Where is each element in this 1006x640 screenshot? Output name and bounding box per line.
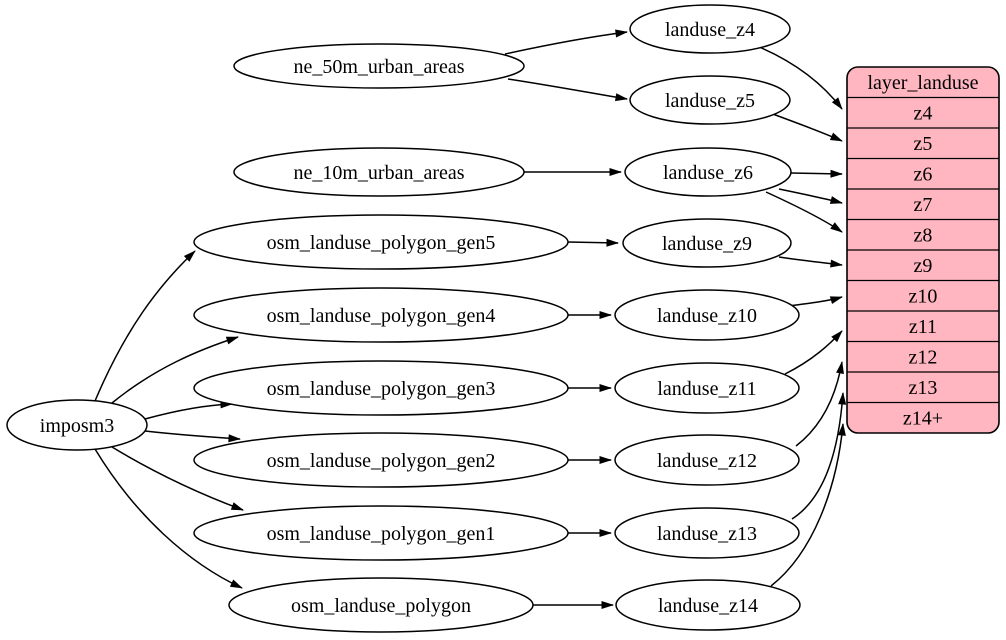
node-osm_landuse_polygon_gen4: osm_landuse_polygon_gen4 xyxy=(193,287,569,343)
node-ne_50m_urban_areas: ne_50m_urban_areas xyxy=(233,43,525,89)
nodes-layer: imposm3 ne_50m_urban_areas ne_10m_urban_… xyxy=(6,4,801,633)
node-landuse_z10: landuse_z10 xyxy=(614,289,800,341)
edge-imposm3-osm_landuse_polygon_gen4 xyxy=(111,336,239,404)
table-layer_landuse: layer_landuse z4 z5 z6 z7 z8 z9 z10 z11 … xyxy=(846,66,1000,434)
node-landuse_z12-label: landuse_z12 xyxy=(657,450,757,472)
table-row-z9: z9 xyxy=(914,255,933,277)
node-osm_landuse_polygon_gen2: osm_landuse_polygon_gen2 xyxy=(193,432,569,488)
edge-landuse_z6-layer_landuse-z8 xyxy=(765,191,843,233)
table-row-z12: z12 xyxy=(909,347,938,369)
edge-landuse_z11-layer_landuse-z11 xyxy=(784,330,843,375)
node-landuse_z11-label: landuse_z11 xyxy=(657,378,756,400)
edge-ne_50m_urban_areas-landuse_z4 xyxy=(504,29,628,55)
edge-imposm3-osm_landuse_polygon_gen3 xyxy=(144,400,233,420)
node-imposm3-label: imposm3 xyxy=(40,415,114,437)
edge-imposm3-osm_landuse_polygon_gen1 xyxy=(111,446,244,511)
node-landuse_z13-label: landuse_z13 xyxy=(657,523,757,545)
node-landuse_z4: landuse_z4 xyxy=(629,4,791,54)
edge-imposm3-osm_landuse_polygon_gen2 xyxy=(144,430,241,443)
edge-landuse_z4-layer_landuse-z4 xyxy=(756,45,843,110)
table-row-dividers xyxy=(847,96,999,404)
node-landuse_z5-label: landuse_z5 xyxy=(665,90,755,112)
node-landuse_z9: landuse_z9 xyxy=(622,218,792,268)
node-ne_10m_urban_areas-label: ne_10m_urban_areas xyxy=(293,162,464,184)
node-landuse_z9-label: landuse_z9 xyxy=(662,233,752,255)
edge-landuse_z12-layer_landuse-z12 xyxy=(795,361,844,447)
node-landuse_z14-label: landuse_z14 xyxy=(658,595,758,617)
node-landuse_z6: landuse_z6 xyxy=(624,147,792,197)
node-landuse_z10-label: landuse_z10 xyxy=(657,305,757,327)
table-row-z4: z4 xyxy=(914,103,933,125)
edges-layer xyxy=(94,29,847,609)
node-osm_landuse_polygon_gen5: osm_landuse_polygon_gen5 xyxy=(193,214,569,270)
node-osm_landuse_polygon-label: osm_landuse_polygon xyxy=(291,595,471,617)
edge-landuse_z9-layer_landuse-z9 xyxy=(778,256,843,268)
node-imposm3: imposm3 xyxy=(6,399,148,451)
node-landuse_z6-label: landuse_z6 xyxy=(663,162,753,184)
node-osm_landuse_polygon_gen4-label: osm_landuse_polygon_gen4 xyxy=(267,305,496,327)
node-osm_landuse_polygon_gen1-label: osm_landuse_polygon_gen1 xyxy=(267,523,496,545)
node-landuse_z4-label: landuse_z4 xyxy=(665,19,755,41)
edge-imposm3-osm_landuse_polygon xyxy=(94,448,243,589)
edge-landuse_z6-layer_landuse-z6 xyxy=(790,169,843,178)
node-landuse_z12: landuse_z12 xyxy=(614,434,800,486)
table-row-z13: z13 xyxy=(909,377,938,399)
edge-landuse_z14-layer_landuse-z14plus xyxy=(770,423,846,587)
node-osm_landuse_polygon_gen1: osm_landuse_polygon_gen1 xyxy=(193,505,569,561)
node-osm_landuse_polygon_gen3: osm_landuse_polygon_gen3 xyxy=(193,360,569,416)
edge-landuse_z10-layer_landuse-z10 xyxy=(787,296,843,307)
node-osm_landuse_polygon_gen5-label: osm_landuse_polygon_gen5 xyxy=(267,232,496,254)
table-row-z11: z11 xyxy=(909,316,937,338)
table-title: layer_landuse xyxy=(867,72,978,94)
node-landuse_z5: landuse_z5 xyxy=(629,75,791,125)
node-osm_landuse_polygon: osm_landuse_polygon xyxy=(228,577,534,633)
node-landuse_z14: landuse_z14 xyxy=(615,579,801,631)
table-row-z14plus: z14+ xyxy=(903,408,943,430)
edge-landuse_z6-layer_landuse-z7 xyxy=(778,188,843,204)
edge-imposm3-osm_landuse_polygon_gen5 xyxy=(94,250,196,402)
table-row-z6: z6 xyxy=(914,164,933,186)
edge-landuse_z13-layer_landuse-z13 xyxy=(791,392,847,520)
table-row-z7: z7 xyxy=(914,194,933,216)
node-landuse_z11: landuse_z11 xyxy=(614,362,800,414)
node-osm_landuse_polygon_gen2-label: osm_landuse_polygon_gen2 xyxy=(267,450,496,472)
edge-landuse_z5-layer_landuse-z5 xyxy=(769,112,843,142)
table-row-z5: z5 xyxy=(914,133,933,155)
edge-ne_50m_urban_areas-landuse_z5 xyxy=(507,78,628,102)
edge-osm_landuse_polygon_gen5-landuse_z9 xyxy=(567,238,619,247)
table-row-z10: z10 xyxy=(909,286,938,308)
node-landuse_z13: landuse_z13 xyxy=(614,507,800,559)
node-ne_50m_urban_areas-label: ne_50m_urban_areas xyxy=(293,56,464,78)
node-ne_10m_urban_areas: ne_10m_urban_areas xyxy=(233,147,525,197)
table-row-z8: z8 xyxy=(914,225,933,247)
node-osm_landuse_polygon_gen3-label: osm_landuse_polygon_gen3 xyxy=(267,378,496,400)
